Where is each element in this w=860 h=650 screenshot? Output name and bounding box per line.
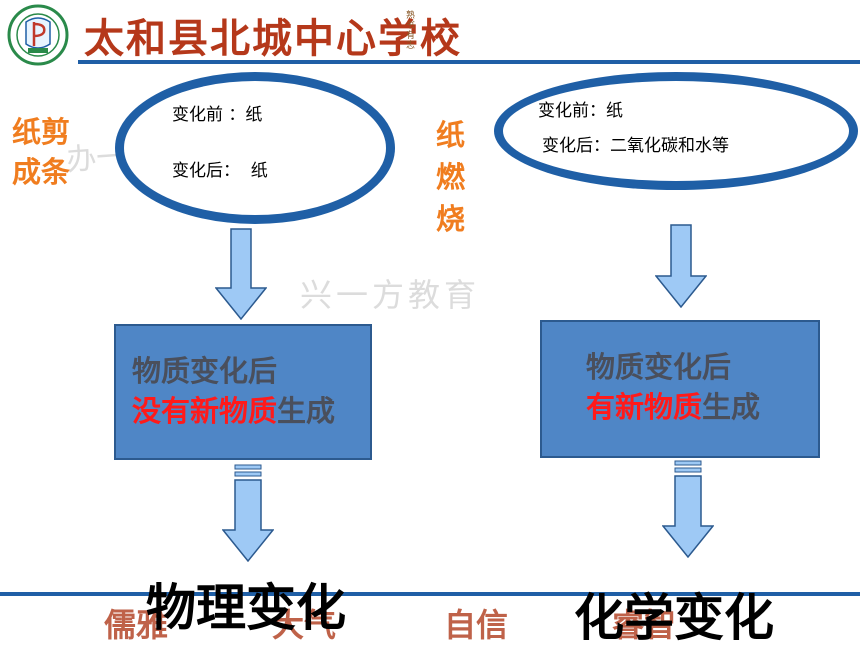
left-ellipse [115,72,395,224]
motto-3: 自信 [444,606,509,644]
right-box-highlight: 有新物质 [586,390,703,424]
right-arrow-conclusion [662,460,714,558]
left-box-rest: 生成 [277,394,336,428]
left-ellipse-after: 变化后： 纸 [172,161,268,181]
right-arrow-down [655,224,707,308]
left-result-box [114,324,372,460]
right-ellipse [494,72,858,190]
left-box-highlight: 没有新物质 [132,394,278,428]
header-rule [78,60,860,64]
school-logo [7,4,69,66]
right-side-label: 纸 燃 烧 [436,118,466,236]
right-ellipse-after: 变化后：二氧化碳和水等 [542,136,729,156]
right-box-line1: 物质变化后 [586,350,732,384]
footer-rule [0,592,860,596]
watermark-center: 兴一方教育 [300,276,481,314]
school-name: 太和县北城中心学校 [84,15,462,62]
school-motto-small: 熟书有志 [404,10,414,50]
motto-1: 儒雅 [104,606,169,644]
right-result-box [540,320,820,458]
motto-2: 大气 [272,606,337,644]
motto-4: 睿智 [612,606,677,644]
right-box-line2: 有新物质生成 [586,386,760,428]
left-arrow-conclusion [222,464,274,562]
left-arrow-down [215,228,267,320]
left-ellipse-before: 变化前 ：纸 [172,105,263,125]
left-side-label: 纸剪 成条 [12,115,71,189]
left-box-line2: 没有新物质生成 [132,390,335,432]
left-conclusion: 物理变化 [146,579,346,637]
left-box-line1: 物质变化后 [132,354,278,388]
right-box-rest: 生成 [702,390,761,424]
right-conclusion: 化学变化 [574,589,774,647]
right-ellipse-before: 变化前：纸 [538,101,623,121]
